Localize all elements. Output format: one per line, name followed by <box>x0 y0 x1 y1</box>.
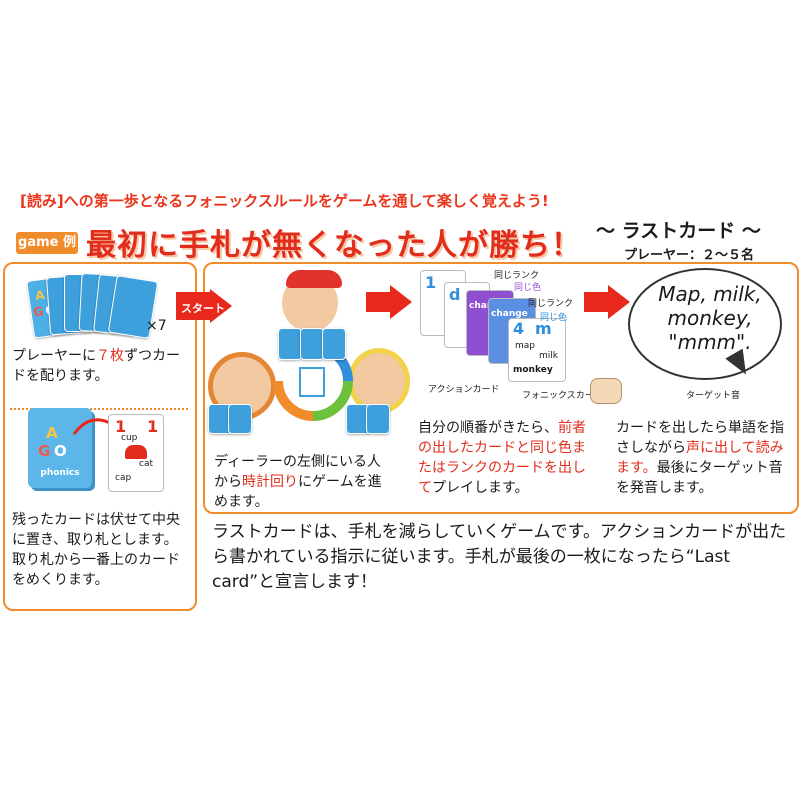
hand-cards-top <box>278 328 302 360</box>
label-same-rank-2: 同じランク <box>528 299 574 309</box>
phonics-card: 4 m map milk monkey <box>508 318 566 382</box>
call-instruction: カードを出したら単語を指さしながら声に出して読みます。最後にターゲット音を発音し… <box>616 420 784 496</box>
game-title: ～ ラストカード ～ <box>596 220 761 242</box>
label-same-rank: 同じランク <box>494 271 540 281</box>
speech-bubble <box>628 268 782 380</box>
hand-cards-top <box>300 328 324 360</box>
card-fan: A G O <box>26 272 159 342</box>
card-count: ×7 <box>146 318 167 334</box>
label-same-color: 同じ色 <box>514 283 542 293</box>
pointing-hand-icon <box>590 378 622 404</box>
speech-bubble-text: Map, milk, monkey, "mmm". <box>658 282 762 354</box>
deal-instruction: プレーヤーに７枚ずつカードを配ります。 <box>12 348 180 384</box>
drawn-card: 1 1 cup cat cap <box>108 414 164 492</box>
label-phonics-card: フォニックスカード <box>522 391 603 401</box>
player-count: プレーヤー：２～５名 <box>624 248 755 263</box>
flow-arrow <box>366 292 392 312</box>
label-same-color-2: 同じ色 <box>540 313 568 323</box>
cap-image <box>125 445 147 459</box>
flow-arrow-head <box>390 285 412 319</box>
tagline: [読み]への第一歩となるフォニックスルールをゲームを通して楽しく覚えよう! <box>20 192 549 210</box>
player-boy-face <box>282 270 342 332</box>
section-divider <box>10 408 188 410</box>
hand-cards-top <box>322 328 346 360</box>
start-label: スタート <box>181 302 225 315</box>
game-badge: game 例 <box>16 232 78 254</box>
start-arrow-head <box>210 289 232 323</box>
label-target-sound: ターゲット音 <box>686 391 741 401</box>
draw-pile: A G O phonics <box>28 408 92 488</box>
hand-cards-left <box>228 404 252 434</box>
turn-instruction: ディーラーの左側にいる人から時計回りにゲームを進めます。 <box>214 454 382 510</box>
rules-description: ラストカードは、手札を減らしていくゲームです。アクションカードが出たら書かれてい… <box>212 522 787 592</box>
headline: 最初に手札が無くなった人が勝ち！ <box>86 228 582 263</box>
label-action-card: アクションカード <box>428 385 500 395</box>
flow-arrow <box>584 292 610 312</box>
draw-pile-instruction: 残ったカードは伏せて中央に置き、取り札とします。取り札から一番上のカードをめくり… <box>12 512 180 588</box>
flow-arrow-head <box>608 285 630 319</box>
start-arrow <box>176 292 212 320</box>
play-instruction: 自分の順番がきたら、前者の出したカードと同じ色またはランクのカードを出してプレイ… <box>418 420 586 496</box>
hand-cards-right <box>366 404 390 434</box>
